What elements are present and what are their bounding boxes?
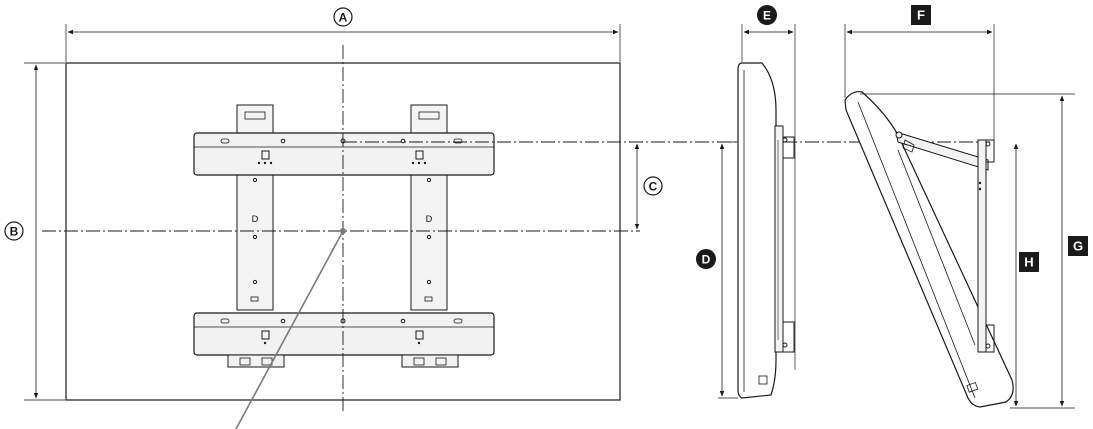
tilt-arm <box>895 131 989 346</box>
svg-text:D: D <box>426 215 433 225</box>
svg-text:C: C <box>649 180 658 194</box>
horizontal-bar-bottom <box>193 312 495 368</box>
dimension-h <box>1010 143 1075 409</box>
tilted-panel-body <box>844 91 1014 408</box>
side-view-tilted <box>844 24 1075 409</box>
side-wall-bracket <box>774 125 795 353</box>
label-f: F <box>911 5 931 25</box>
svg-text:A: A <box>339 11 348 25</box>
label-g: G <box>1068 236 1088 256</box>
side-view-flush <box>718 24 796 399</box>
label-h: H <box>1019 252 1039 272</box>
dimension-d <box>718 141 738 399</box>
tilted-wall-bracket <box>977 139 995 353</box>
svg-text:D: D <box>702 253 711 267</box>
label-c: C <box>643 176 663 196</box>
label-a: A <box>333 7 353 27</box>
dimension-a <box>65 24 621 62</box>
center-leader-line <box>235 230 344 429</box>
svg-text:D: D <box>252 215 259 225</box>
horizontal-bar-top <box>193 132 495 176</box>
svg-text:G: G <box>1073 239 1083 254</box>
svg-text:B: B <box>10 225 19 239</box>
front-view: D D <box>24 24 990 429</box>
side-panel-body <box>737 62 777 399</box>
svg-text:F: F <box>917 8 925 23</box>
dimension-b <box>24 62 65 401</box>
label-e: E <box>757 5 777 25</box>
label-d: D <box>696 249 716 269</box>
svg-text:H: H <box>1024 255 1033 270</box>
label-b: B <box>4 221 24 241</box>
svg-text:E: E <box>763 9 771 23</box>
dimension-g <box>860 93 1075 407</box>
